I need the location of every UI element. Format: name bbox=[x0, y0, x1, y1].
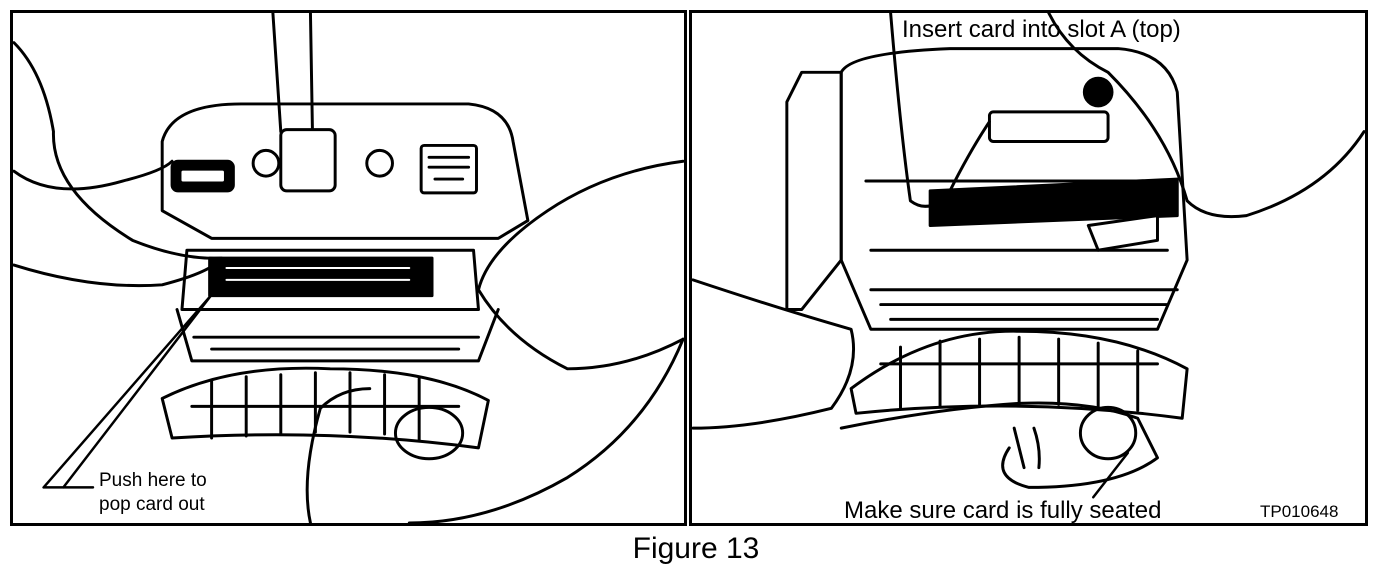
eject-card-illustration bbox=[13, 13, 684, 523]
pc-card bbox=[208, 256, 434, 298]
thumbscrew bbox=[1082, 76, 1114, 108]
device-body bbox=[839, 47, 1189, 331]
right-illustration-panel: Insert card into slot A (top) Make sure … bbox=[689, 10, 1368, 526]
bottom-hand bbox=[692, 278, 855, 430]
card-bay bbox=[180, 248, 480, 311]
ethernet-port bbox=[419, 143, 478, 195]
callout-insert-card: Insert card into slot A (top) bbox=[902, 16, 1181, 43]
right-thumb bbox=[393, 405, 465, 461]
right-hand bbox=[476, 159, 684, 371]
callout-push-line2: pop card out bbox=[99, 494, 205, 515]
callout-push-line1: Push here to bbox=[99, 470, 207, 491]
insert-card-illustration bbox=[692, 13, 1365, 499]
figure-caption: Figure 13 bbox=[632, 532, 760, 565]
top-hand bbox=[889, 13, 1365, 219]
left-hand bbox=[13, 41, 223, 288]
cable-plug bbox=[279, 128, 337, 193]
bottom-thumb bbox=[1078, 405, 1138, 461]
left-illustration-panel: Push here to pop card out bbox=[10, 10, 687, 526]
callout-leader bbox=[42, 293, 213, 489]
device-base bbox=[869, 288, 1179, 321]
pc-card bbox=[928, 177, 1179, 227]
thumbscrew-right bbox=[365, 148, 394, 178]
figure-code: TP010648 bbox=[1260, 502, 1339, 521]
port-block bbox=[987, 110, 1110, 143]
cable bbox=[271, 13, 314, 134]
device-base bbox=[175, 308, 500, 363]
device-top-housing bbox=[160, 102, 530, 240]
battery-pack bbox=[160, 366, 490, 450]
thumbscrew-left bbox=[251, 148, 281, 178]
callout-leader bbox=[1092, 451, 1130, 499]
callout-fully-seated: Make sure card is fully seated bbox=[844, 497, 1162, 524]
